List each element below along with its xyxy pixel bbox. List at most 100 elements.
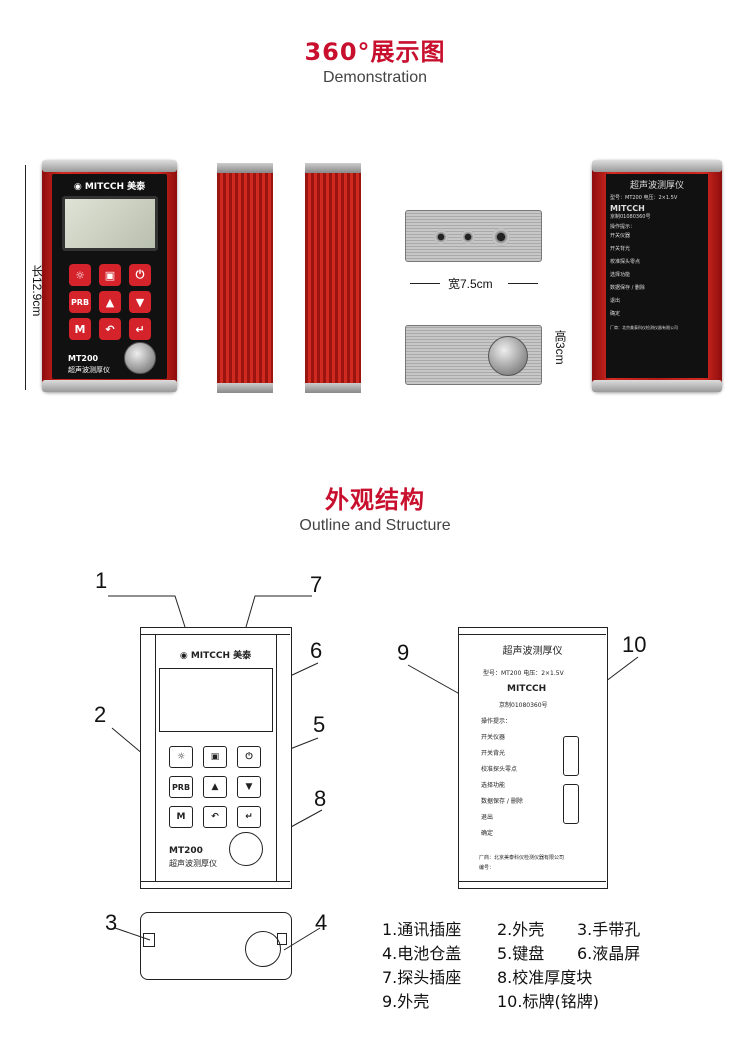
back-drawing: 超声波测厚仪 型号：MT200 电压：2×1.5V MITCCH 京制01080… [458,627,608,889]
up-key-icon: ▲ [203,776,227,798]
side-top-cap [305,163,361,173]
width-label: 宽7.5cm [448,277,493,291]
power-key-icon: ⏻ [237,746,261,768]
drawing-line [141,881,290,882]
nameplate-brand: MITCCH [610,204,645,213]
nameplate-cert: 京制01080360号 [610,214,651,220]
op-item: 开关背光 [481,750,506,757]
back-key-icon: ↶ [203,806,227,828]
op-item: 退出 [610,298,621,304]
width-line-left [410,283,440,284]
callout-6: 6 [310,638,323,663]
legend-item: 6.液晶屏 [577,944,641,963]
legend-row: 1.通讯插座 2.外壳 3.手带孔 [382,918,640,942]
up-key-icon[interactable]: ▲ [99,291,121,313]
device-bottom-end-photo [405,325,542,385]
drawing-brand: ◉ MITCCH 美泰 [179,651,252,661]
brightness-key-icon[interactable]: ☼ [69,264,91,286]
height-label: 高3cm [553,330,567,365]
callout-1: 1 [95,568,108,593]
brand-logo-icon: ◉ [73,182,85,192]
op-item: 校准探头零点 [610,259,641,265]
op-item: 数据保存 / 删除 [610,285,645,291]
model-label: MT200 [68,354,99,363]
bottom-cap [42,380,177,392]
menu-key: M [169,806,193,828]
op-item: 确定 [481,830,494,837]
device-name-label: 超声波测厚仪 [68,366,110,374]
enter-key-icon[interactable]: ↵ [129,318,151,340]
legend-item: 2.外壳 [497,920,545,939]
front-drawing: ◉ MITCCH 美泰 ☼ ▣ ⏻ PRB ▲ ▼ M ↶ ↵ MT200 超声… [140,627,292,889]
op-item: 校准探头零点 [481,766,518,773]
back-nameplate: 超声波测厚仪 型号：MT200 电压：2×1.5V MITCCH 京制01080… [606,174,708,378]
device-front-photo: ◉ MITCCH 美泰 ☼ ▣ ⏻ PRB ▲ ▼ M ↶ ↵ MT200 超声… [42,160,177,392]
title-cn: 360°展示图 [304,38,446,66]
maker-line: 厂商：北京美泰科仪检测仪器有限公司 [610,325,678,330]
drawing-code: 编号： [479,865,495,871]
op-item: 开关背光 [610,246,631,252]
drawing-model-line: 型号：MT200 电压：2×1.5V [483,670,564,677]
calibration-block [488,336,528,376]
drawing-line [459,881,606,882]
callout-7: 7 [310,572,323,597]
top-cap [42,160,177,172]
connector-port-icon [492,228,510,246]
drawing-name: 超声波测厚仪 [169,859,217,868]
callout-5: 5 [313,712,326,737]
section-outline-title: 外观结构 Outline and Structure [0,480,750,535]
drawing-title: 超声波测厚仪 [502,646,563,657]
save-key-icon[interactable]: ▣ [99,264,121,286]
prb-key: PRB [169,776,193,798]
op-item: 退出 [481,814,494,821]
drawing-model: MT200 [169,846,203,856]
device-side-photo-1 [217,163,273,393]
nameplate-model: 型号：MT200 电压：2×1.5V [610,195,678,201]
title-en: Demonstration [322,69,428,86]
strap-hole-icon [143,933,155,947]
enter-key-icon: ↵ [237,806,261,828]
connector-port-icon [461,230,475,244]
device-top-end-photo [405,210,542,262]
legend-item: 4.电池仓盖 [382,944,462,963]
nameplate-title: 超声波测厚仪 [629,181,684,191]
legend-item: 1.通讯插座 [382,920,462,939]
drawing-brand: MITCCH [507,684,547,694]
lcd-screen [62,196,158,251]
side-bottom-cap [217,383,273,393]
brand-label: ◉ MITCCH 美泰 [73,182,146,192]
op-item: 开关仪器 [481,734,506,741]
drawing-ops-title: 操作提示： [481,718,512,725]
legend-item: 7.探头插座 [382,968,462,987]
length-dimension-line [25,165,26,390]
down-key-icon[interactable]: ▼ [129,291,151,313]
legend-item: 10.标牌(铭牌) [497,992,599,1011]
battery-cover-icon [245,931,281,967]
side-top-cap [217,163,273,173]
title-cn: 外观结构 [325,486,425,514]
device-side-photo-2 [305,163,361,393]
length-label: 长12.9cm [30,265,44,317]
drawing-ops-list: 开关仪器 开关背光 校准探头零点 选择功能 数据保存 / 删除 退出 确定 [481,730,523,842]
down-key-icon: ▼ [237,776,261,798]
drawing-maker: 厂商：北京美泰科仪检测仪器有限公司 [479,855,565,861]
prb-key[interactable]: PRB [69,291,91,313]
callout-3: 3 [105,910,118,935]
legend-item: 8.校准厚度块 [497,968,593,987]
brightness-key-icon: ☼ [169,746,193,768]
power-key-icon[interactable]: ⏻ [129,264,151,286]
ops-title: 操作提示： [610,224,636,230]
op-item: 选择功能 [610,272,631,278]
back-key-icon[interactable]: ↶ [99,318,121,340]
bottom-end-drawing [140,912,292,980]
legend-item: 3.手带孔 [577,920,641,939]
op-item: 选择功能 [481,782,506,789]
menu-key[interactable]: M [69,318,91,340]
callout-2: 2 [94,702,107,727]
connector-port-icon [434,230,448,244]
back-top-cap [592,160,722,172]
